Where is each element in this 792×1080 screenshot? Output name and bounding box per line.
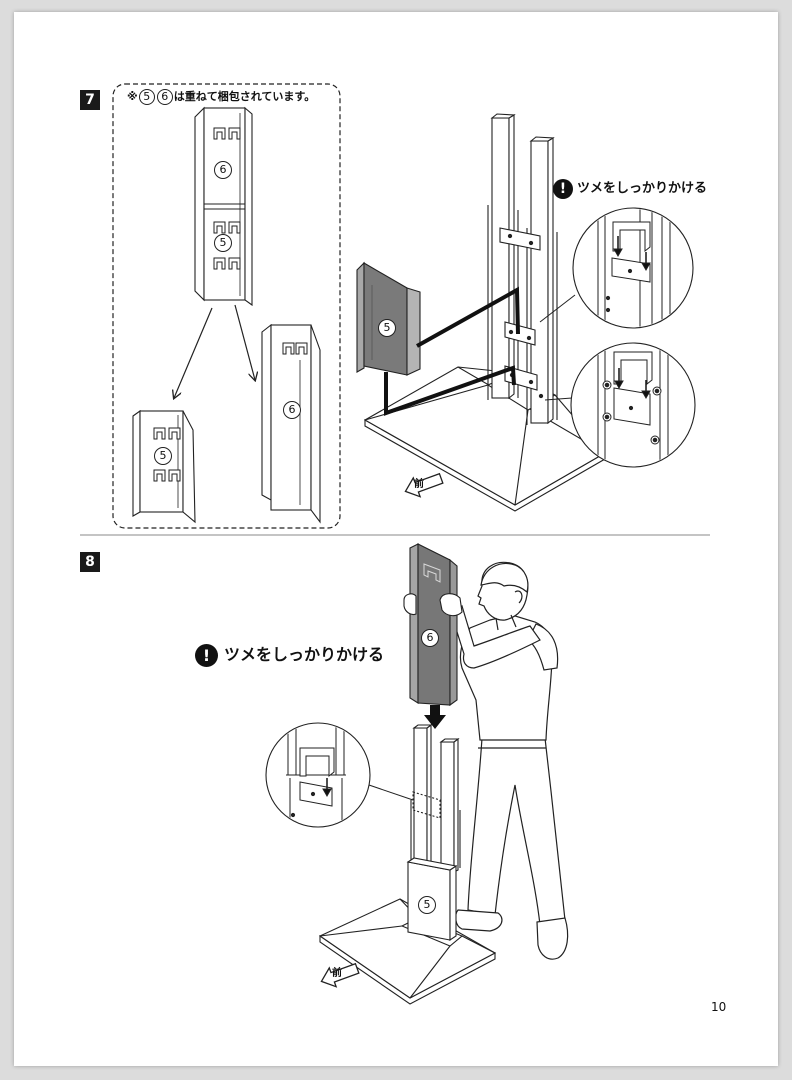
stand-step8: [318, 723, 497, 1005]
caution-text-step7: ツメをしっかりかける: [577, 181, 708, 196]
part-label-base-5: 5: [418, 896, 436, 914]
note-part-6: 6: [156, 89, 173, 105]
part-label-separated-5: 5: [154, 447, 172, 465]
part-label-held-6: 6: [421, 629, 439, 647]
caution-text-step8: ツメをしっかりかける: [224, 645, 385, 664]
step-number-7: 7: [80, 90, 100, 110]
panel-6-being-lowered: [409, 543, 458, 707]
part-label-stack-6: 6: [214, 161, 232, 179]
separated-panel-6: [261, 323, 321, 524]
part-label-attached-5: 5: [378, 319, 396, 337]
front-arrow-icon: [320, 962, 360, 988]
detail-circle-lower-hook: [544, 342, 696, 468]
note-part-5: 5: [138, 89, 155, 105]
caution-hook-step8: ! ツメをしっかりかける: [195, 641, 384, 667]
exclamation-circle-icon: !: [195, 644, 218, 667]
worker-hands: [403, 593, 463, 617]
worker-figure: [451, 561, 569, 960]
packaging-note-frame: [112, 83, 341, 529]
front-arrow-icon: [404, 472, 444, 498]
down-arrow-icon: [424, 705, 446, 729]
caution-hook-step7: ! ツメをしっかりかける: [553, 177, 707, 199]
part-label-stack-5: 5: [214, 234, 232, 252]
note-prefix: ※: [127, 90, 138, 103]
front-label-step8: 前: [332, 968, 342, 979]
note-text: は重ねて梱包されています。: [173, 90, 316, 103]
detail-circle-upper-hook: [539, 207, 694, 329]
front-label-step7: 前: [414, 479, 424, 490]
step-number-8: 8: [80, 552, 100, 572]
attach-route-lines: [384, 286, 520, 416]
manual-page: [14, 12, 778, 1066]
separation-arrows: [174, 304, 255, 398]
separated-panel-5: [132, 409, 196, 524]
part-label-separated-6: 6: [283, 401, 301, 419]
page-number: 10: [711, 1000, 727, 1014]
exclamation-circle-icon: !: [553, 178, 573, 199]
stacked-panels-5-6: [194, 106, 253, 307]
detail-circle-panel6-hook: [265, 722, 414, 828]
